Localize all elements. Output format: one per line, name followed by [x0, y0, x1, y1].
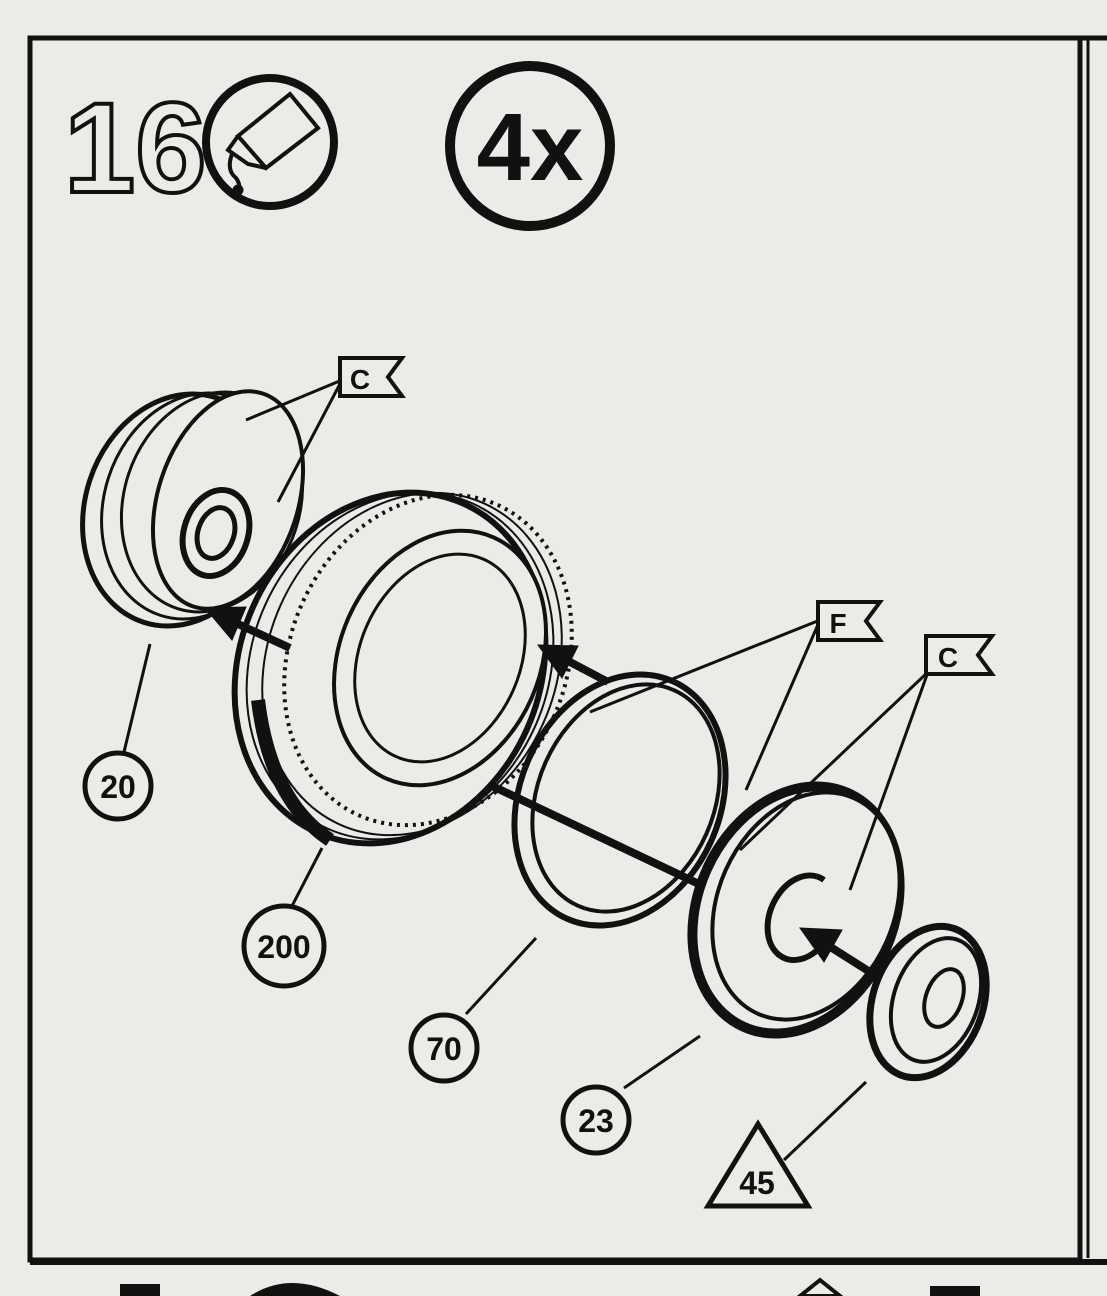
- wheel-hub-part-20: [80, 389, 306, 629]
- svg-text:45: 45: [739, 1165, 775, 1201]
- color-flag-c-top: C: [245, 356, 406, 503]
- quantity-label: 4x: [477, 94, 584, 201]
- color-flag-c-bottom: C: [738, 634, 996, 891]
- part-number-20: 20: [82, 750, 154, 822]
- part-number-23: 23: [560, 1084, 632, 1156]
- color-flag-f: F: [589, 600, 884, 791]
- color-flag-label: F: [829, 608, 846, 639]
- color-flag-label: C: [350, 364, 370, 395]
- rim-ring-part-70: [511, 671, 729, 929]
- tire-part-200: [231, 489, 574, 847]
- panel-frame: [27, 35, 1107, 1265]
- next-panel-fragment: [120, 1277, 980, 1296]
- assembly-arrows: [203, 606, 873, 976]
- part-number-70: 70: [408, 1012, 480, 1084]
- quantity-badge: 4x: [445, 61, 615, 231]
- hubcap-part-45: [866, 922, 990, 1082]
- svg-text:70: 70: [426, 1031, 462, 1067]
- color-flag-label: C: [938, 642, 958, 673]
- glue-tube-icon: [202, 74, 338, 210]
- part-number-45: 45: [703, 1119, 813, 1209]
- part-number-200: 200: [241, 903, 327, 989]
- step-number: 16: [64, 77, 206, 220]
- svg-text:200: 200: [257, 929, 310, 965]
- svg-text:20: 20: [100, 769, 136, 805]
- svg-text:23: 23: [578, 1103, 614, 1139]
- part-leader-lines: [122, 643, 868, 1162]
